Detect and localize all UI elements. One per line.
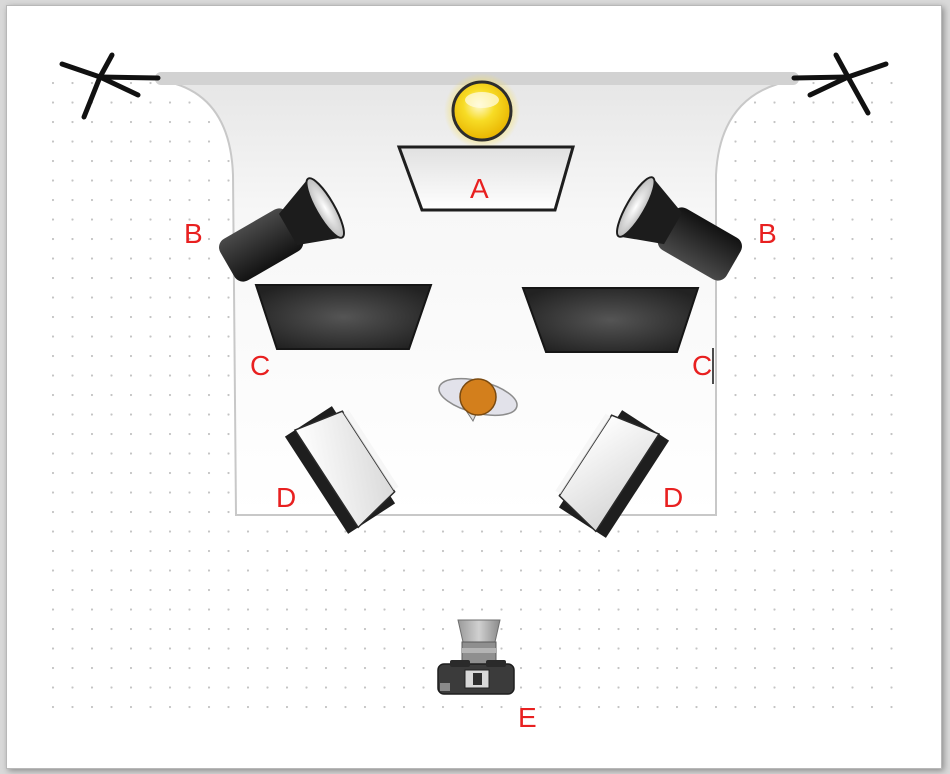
camera-icon — [437, 619, 515, 695]
label-b-left: B — [184, 218, 203, 249]
tripod-stand-icon — [791, 52, 889, 116]
background-light-a — [396, 73, 575, 212]
diffusion-panel — [396, 145, 575, 212]
label-d-right: D — [663, 482, 683, 513]
snoot-spotlight-icon — [616, 176, 742, 281]
softbox-icon — [555, 410, 670, 538]
label-a: A — [470, 173, 489, 204]
black-flag-icon — [254, 284, 433, 350]
softbox-icon — [284, 406, 399, 534]
label-b-right: B — [758, 218, 777, 249]
label-c-left: C — [250, 350, 270, 381]
black-flag-icon — [521, 287, 700, 353]
snoot-spotlight-icon — [219, 177, 345, 282]
label-d-left: D — [276, 482, 296, 513]
label-e: E — [518, 702, 537, 733]
tripod-stand-icon — [59, 52, 161, 120]
label-c-right: C — [692, 350, 712, 381]
person-top-view-icon — [438, 377, 518, 423]
